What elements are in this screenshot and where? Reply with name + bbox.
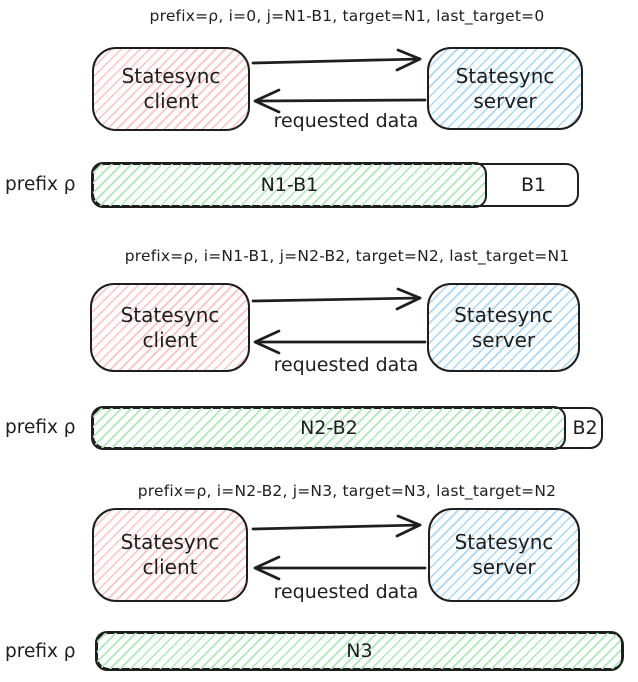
arrow-client-to-server-icon [251, 287, 422, 311]
remaining-segment: B1 [490, 165, 577, 205]
remaining-segment-label: B1 [520, 174, 547, 196]
synced-segment: N3 [95, 631, 624, 671]
remaining-segment: B2 [569, 409, 601, 447]
step2-parameters-title: prefix=ρ, i=N1-B1, j=N2-B2, target=N2, l… [124, 247, 570, 265]
client-label-line1: Statesync [121, 64, 221, 88]
state-progress-bar: N1-B1 B1 [91, 162, 579, 208]
statesync-server-box: Statesync server [428, 508, 580, 602]
state-progress-bar: N2-B2 B2 [91, 406, 603, 450]
server-label-line2: server [473, 88, 537, 113]
arrow-client-to-server-icon [251, 514, 422, 538]
synced-segment-label: N2-B2 [300, 417, 358, 439]
server-label-line1: Statesync [454, 302, 553, 327]
server-label-line2: server [471, 327, 536, 352]
client-label-line2: client [142, 555, 198, 579]
message-arrows [251, 48, 427, 114]
arrow-client-to-server-icon [251, 48, 422, 72]
prefix-label: prefix ρ [5, 174, 76, 195]
statesync-server-box: Statesync server [427, 283, 580, 372]
server-label-line1: Statesync [455, 63, 555, 88]
client-label-line1: Statesync [120, 530, 220, 554]
arrow-server-to-client-icon [253, 555, 427, 581]
message-arrows [251, 514, 427, 581]
synced-segment-label: N3 [346, 640, 373, 662]
prefix-label: prefix ρ [5, 417, 76, 438]
client-label-line2: client [142, 327, 198, 352]
remaining-segment-label: B2 [572, 417, 598, 439]
client-label-line1: Statesync [120, 302, 220, 327]
state-progress-bar: N3 [95, 631, 624, 671]
response-arrow-label: requested data [273, 581, 419, 603]
prefix-label: prefix ρ [5, 641, 76, 662]
arrow-server-to-client-icon [253, 88, 427, 114]
client-label-line2: client [143, 89, 199, 113]
statesync-server-box: Statesync server [427, 47, 583, 130]
statesync-client-box: Statesync client [92, 47, 250, 131]
response-arrow-label: requested data [273, 110, 419, 132]
synced-segment: N2-B2 [91, 406, 567, 450]
arrow-server-to-client-icon [253, 329, 427, 355]
synced-segment: N1-B1 [91, 162, 488, 208]
message-arrows [251, 287, 427, 355]
server-label-line2: server [472, 555, 536, 579]
response-arrow-label: requested data [273, 354, 419, 376]
step3-parameters-title: prefix=ρ, i=N2-B2, j=N3, target=N3, last… [137, 482, 557, 500]
step1-parameters-title: prefix=ρ, i=0, j=N1-B1, target=N1, last_… [149, 7, 545, 25]
statesync-client-box: Statesync client [90, 283, 250, 372]
server-label-line1: Statesync [454, 530, 554, 554]
statesync-client-box: Statesync client [92, 508, 248, 602]
synced-segment-label: N1-B1 [260, 174, 319, 196]
